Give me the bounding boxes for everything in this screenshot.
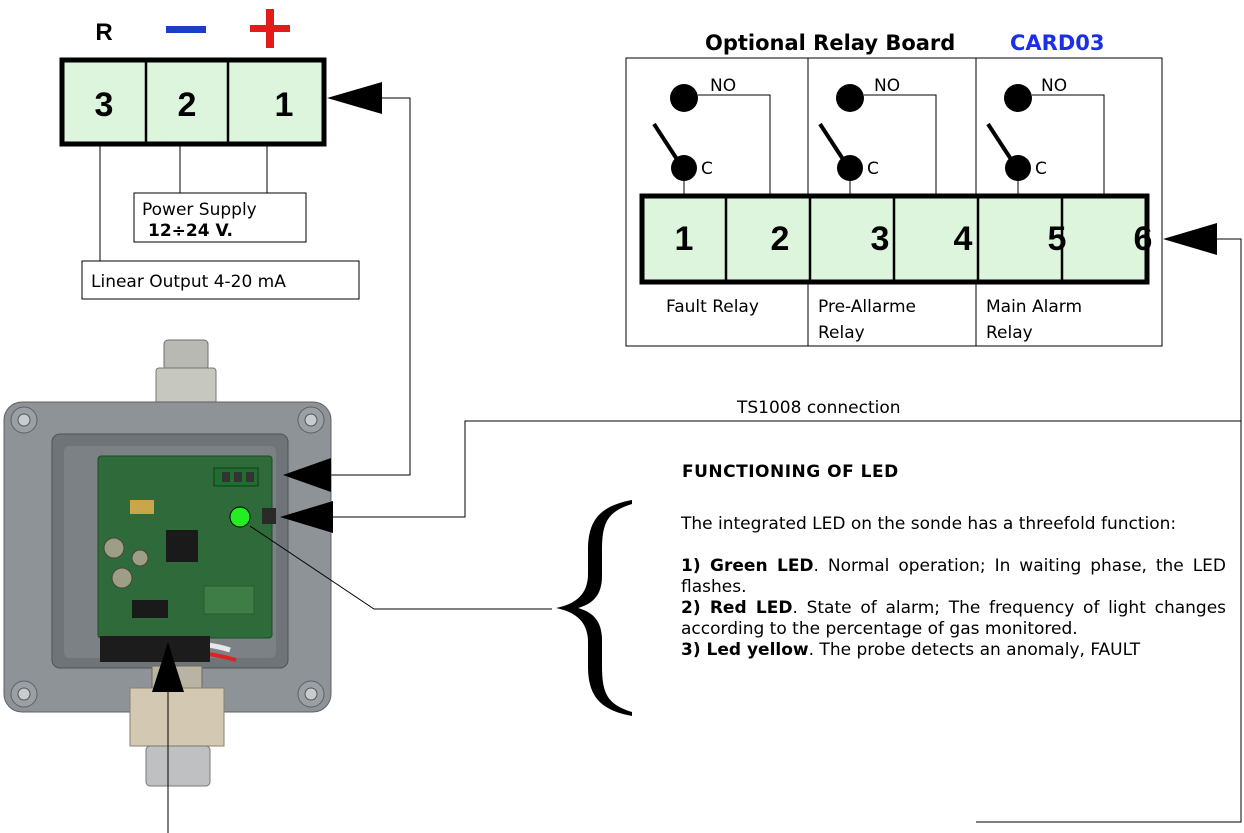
pre-alarm-relay-c-label: C: [867, 159, 879, 179]
relay-board-title: Optional Relay Board: [705, 31, 955, 55]
power-supply-voltage: 12÷24 V.: [148, 221, 233, 241]
relay-terminal-strip: [639, 193, 1150, 285]
led-item-green: 1) Green LED. Normal operation; In waiti…: [681, 556, 1226, 597]
sensor-device-illustration: [3, 339, 332, 787]
status-led-icon: [229, 506, 251, 528]
arrow-to-sensor-icon: [152, 642, 184, 692]
arrow-to-connector-icon: [280, 501, 333, 533]
relay-terminal-2: 2: [771, 220, 790, 258]
relay-label-main-alarm-line1: Main Alarm: [986, 297, 1082, 317]
arrow-to-terminal-icon: [283, 458, 331, 492]
power-supply-box: [133, 192, 307, 243]
terminal-1: 1: [275, 86, 294, 124]
relay-terminal-1: 1: [675, 220, 694, 258]
led-section-body: The integrated LED on the sonde has a th…: [681, 514, 1226, 661]
fault-relay-no-label: NO: [710, 76, 736, 96]
led-item-yellow: 3) Led yellow. The probe detects an anom…: [681, 640, 1141, 660]
terminal-2: 2: [178, 86, 197, 124]
pre-alarm-relay-no-label: NO: [874, 76, 900, 96]
main-alarm-relay-c-label: C: [1035, 159, 1047, 179]
relay-terminal-4: 4: [954, 220, 973, 258]
relay-terminal-6: 6: [1134, 220, 1153, 258]
plus-sign-icon: [250, 9, 290, 48]
relay-terminal-5: 5: [1048, 220, 1067, 258]
led-section-title: FUNCTIONING OF LED: [682, 462, 899, 482]
minus-sign-icon: [166, 26, 206, 33]
ts1008-connection-label: TS1008 connection: [736, 398, 901, 418]
main-alarm-relay-no-label: NO: [1041, 76, 1067, 96]
curly-brace-icon: [556, 500, 632, 716]
led-intro: The integrated LED on the sonde has a th…: [681, 514, 1177, 534]
relay-board-code: CARD03: [1010, 31, 1105, 55]
arrow-to-power-block-icon: [327, 82, 382, 114]
relay-label-fault: Fault Relay: [666, 297, 759, 317]
pre-alarm-relay-contact: [818, 84, 937, 196]
led-item-red: 2) Red LED. State of alarm; The frequenc…: [681, 598, 1227, 639]
main-alarm-relay-contact: [986, 84, 1105, 196]
fault-relay-contact: [652, 84, 771, 196]
relay-terminal-3: 3: [871, 220, 890, 258]
power-supply-label: Power Supply: [142, 200, 257, 220]
arrow-to-relay-board-icon: [1163, 223, 1217, 255]
polarity-r-label: R: [95, 19, 112, 46]
relay-label-pre-alarm-line1: Pre-Allarme: [818, 297, 916, 317]
terminal-3: 3: [95, 86, 114, 124]
fault-relay-c-label: C: [701, 159, 713, 179]
relay-label-main-alarm-line2: Relay: [986, 323, 1033, 343]
power-terminal-block: 3 2 1: [59, 57, 327, 147]
linear-output-label: Linear Output 4-20 mA: [91, 272, 286, 292]
linear-output-box: [81, 260, 360, 300]
relay-label-pre-alarm-line2: Relay: [818, 323, 865, 343]
